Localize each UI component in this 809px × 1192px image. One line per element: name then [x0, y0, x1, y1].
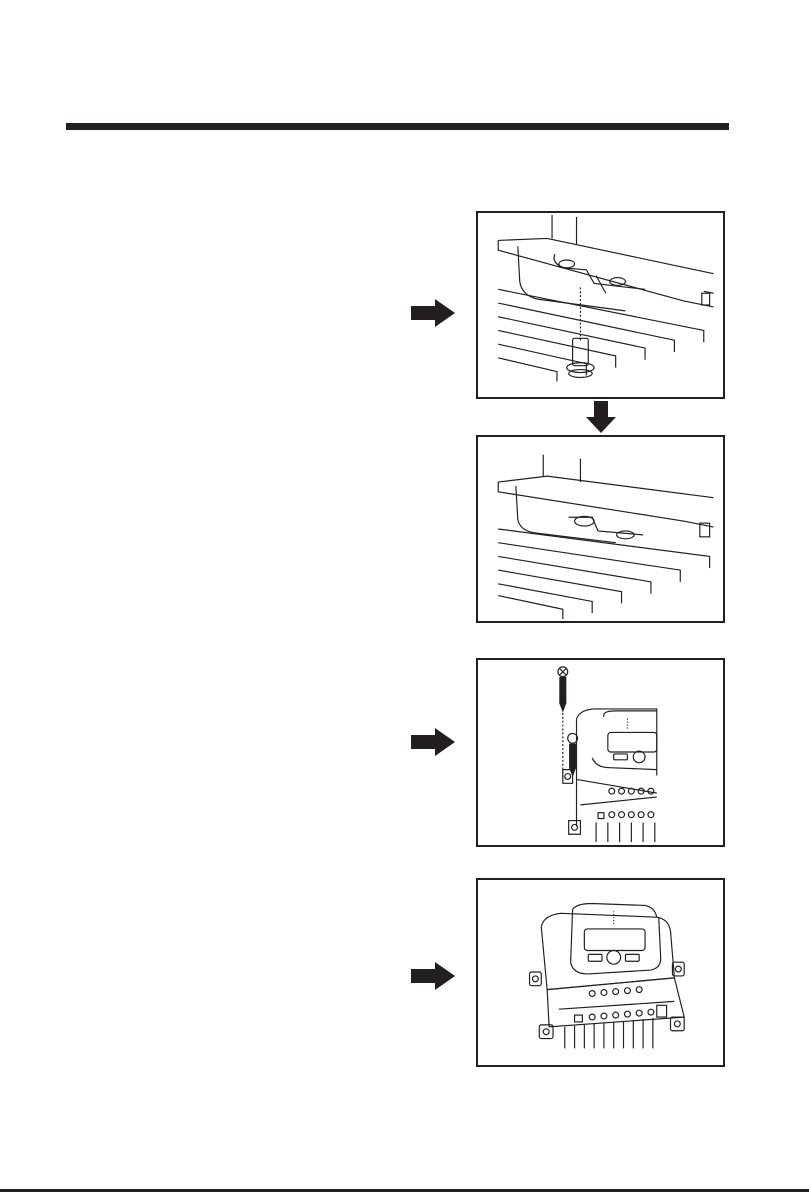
illustration-bracket-mounted	[476, 435, 725, 623]
arrow-right-icon	[411, 728, 455, 756]
header-rule	[66, 123, 729, 130]
illustration-bracket-bolt	[476, 211, 725, 399]
arrow-right-icon	[411, 962, 455, 990]
arrow-right-icon	[411, 299, 455, 327]
illustration-controller-mounted	[476, 878, 725, 1067]
illustration-controller-screws	[476, 658, 725, 847]
arrow-down-icon	[586, 401, 616, 433]
